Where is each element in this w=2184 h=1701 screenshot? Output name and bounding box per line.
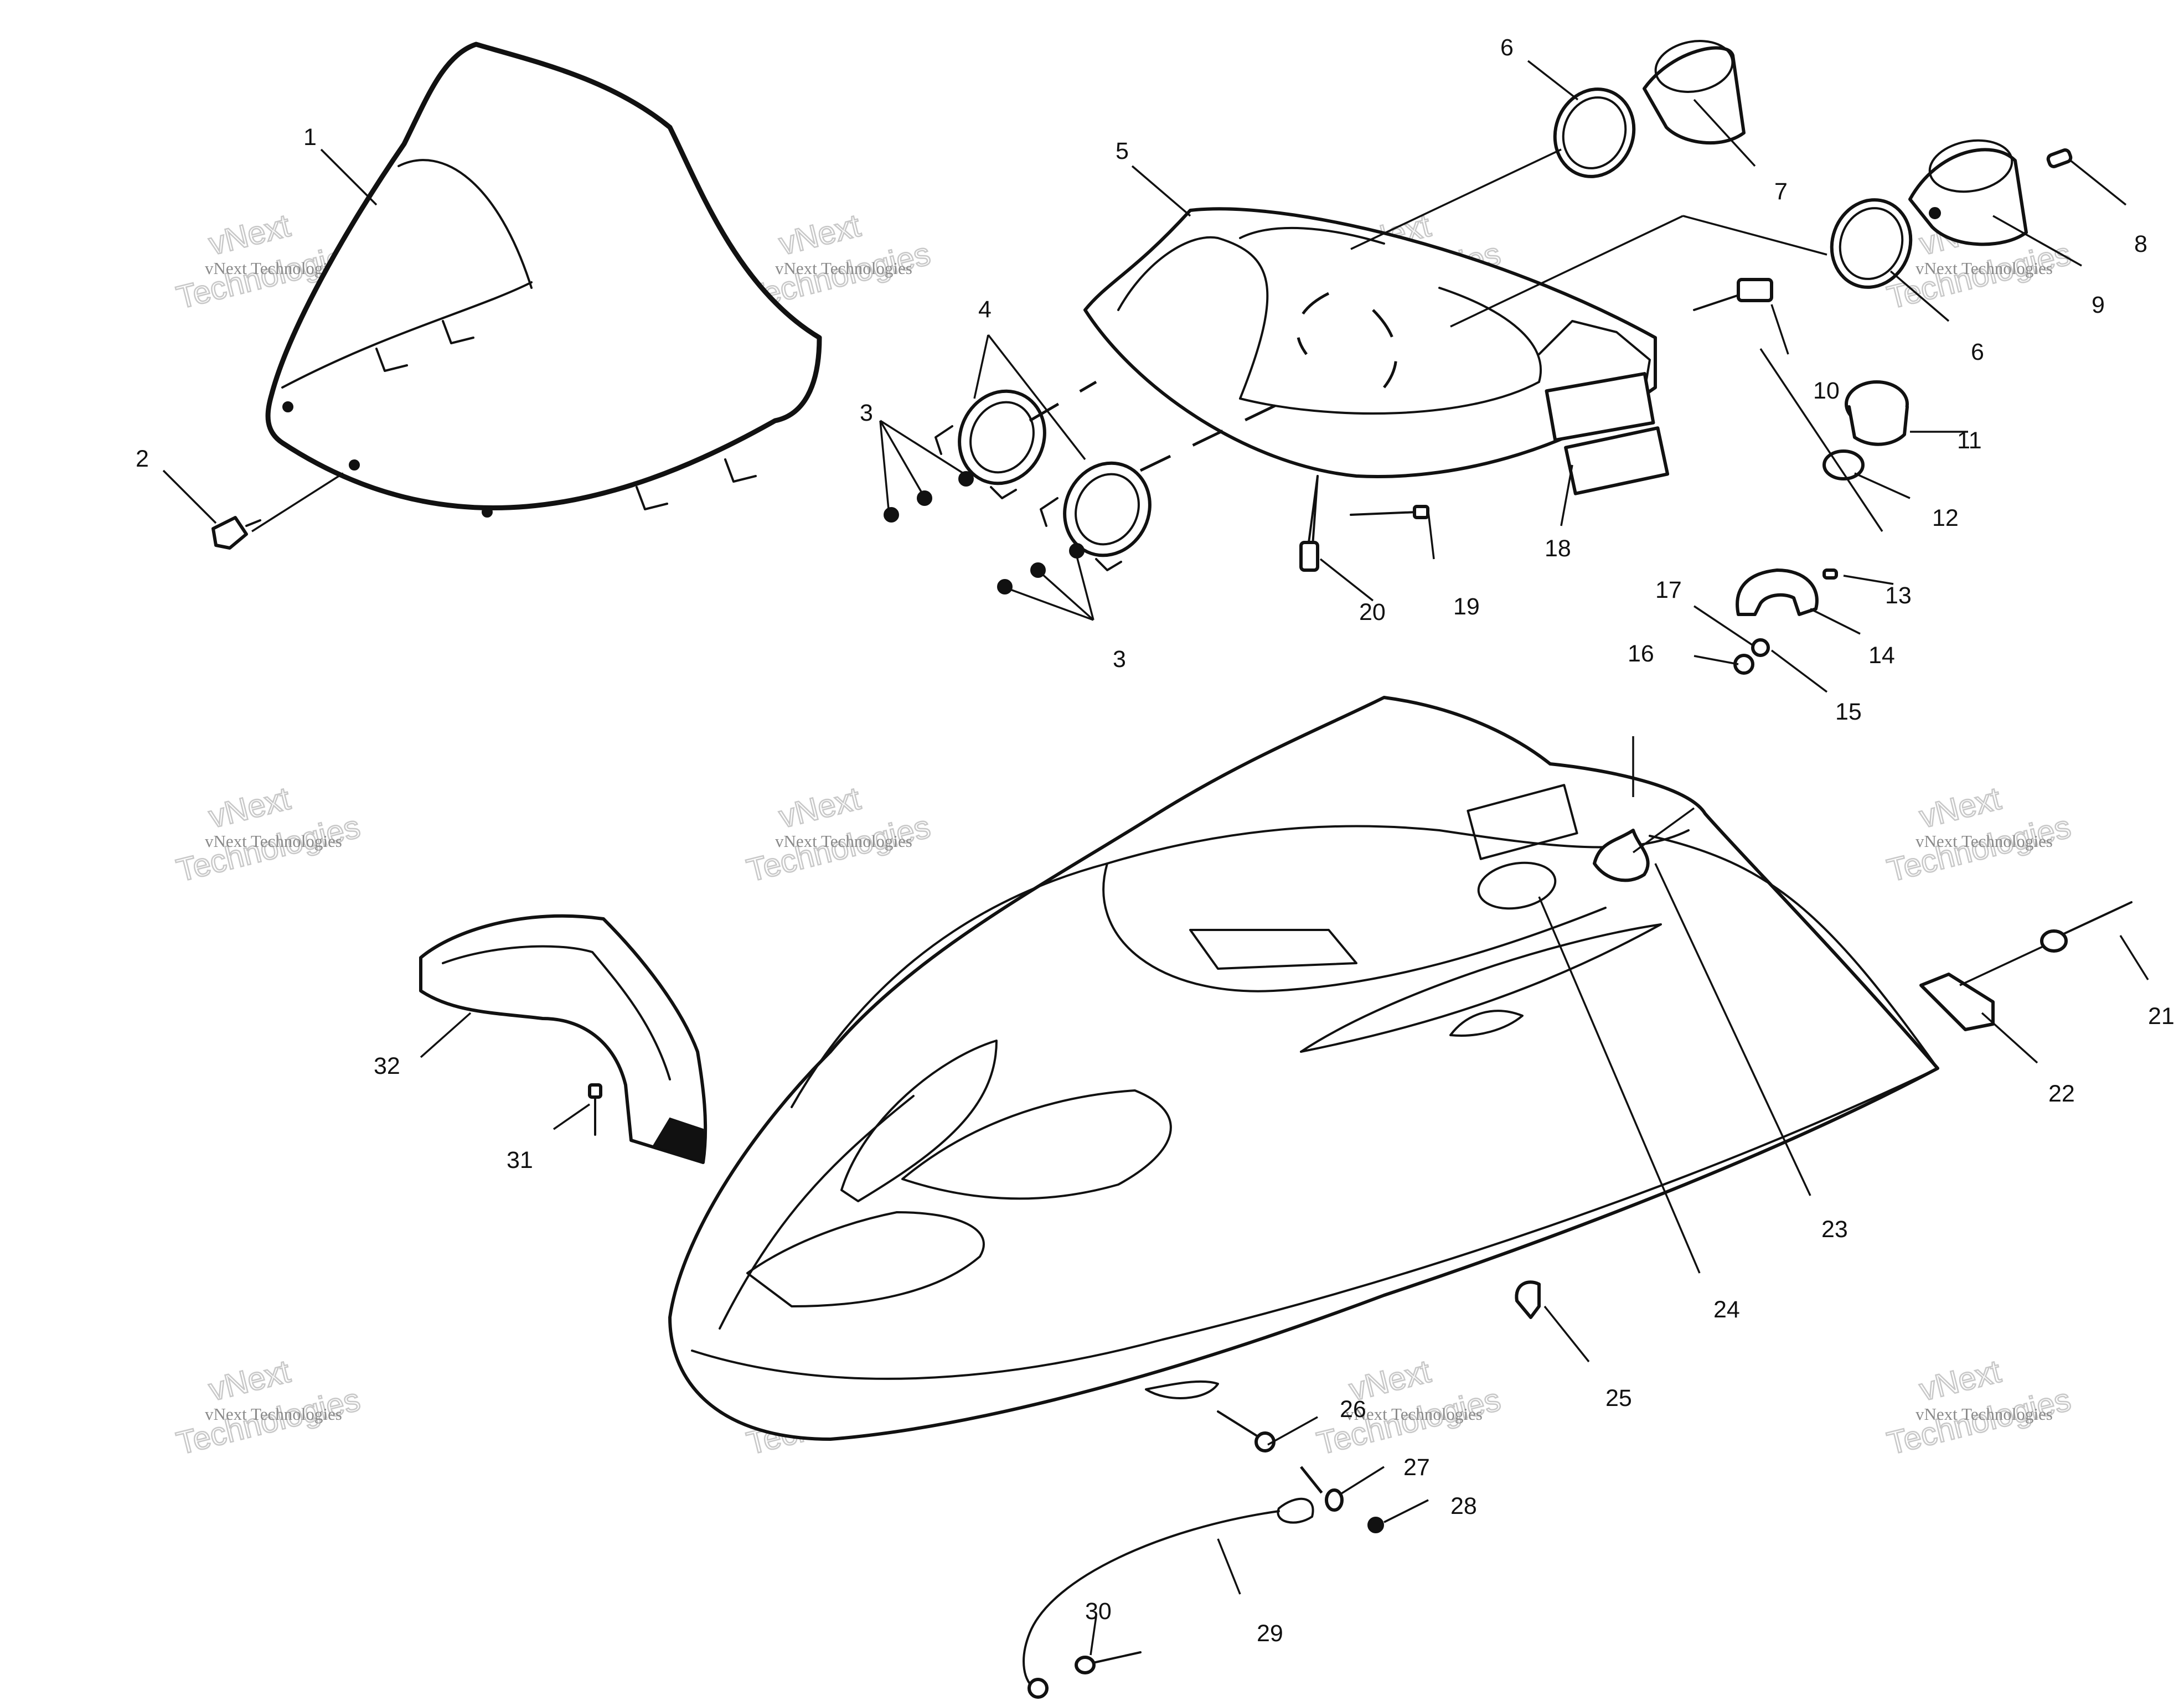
knob-10: [1845, 380, 1909, 446]
callout-32: 32: [374, 1053, 400, 1079]
callout-14: 14: [1868, 642, 1895, 669]
pin-31: [588, 1083, 602, 1136]
clip-25: [1515, 1280, 1541, 1319]
bulb-8: [2046, 148, 2073, 168]
nuts-3b: [997, 543, 1085, 594]
callout-8: 8: [2134, 231, 2147, 257]
callout-2: 2: [136, 446, 149, 472]
screw-2: [211, 516, 261, 550]
foam-18: [1564, 426, 1670, 495]
callout-18: 18: [1545, 535, 1571, 562]
svg-text:vNext Technologies: vNext Technologies: [205, 258, 342, 278]
callout-26: 26: [1340, 1396, 1366, 1423]
callout-7: 7: [1774, 178, 1788, 205]
gauge-9: [1908, 139, 2028, 246]
callout-6a: 6: [1500, 34, 1514, 61]
callout-5: 5: [1116, 138, 1129, 164]
watermark-12: vNext Technologies vNext Technologies: [1883, 1353, 2075, 1462]
callout-30: 30: [1085, 1598, 1112, 1625]
svg-text:vNext Technologies: vNext Technologies: [775, 258, 912, 278]
callout-3a: 3: [860, 400, 873, 426]
watermark-6: vNext Technologies vNext Technologies: [742, 780, 934, 890]
svg-text:vNext Technologies: vNext Technologies: [1915, 258, 2053, 278]
bolt-19: [1350, 505, 1429, 519]
callout-28: 28: [1450, 1493, 1477, 1519]
callout-17: 17: [1655, 577, 1682, 603]
callout-1: 1: [303, 124, 317, 151]
hood: [668, 696, 1939, 1441]
nut-26: [1217, 1410, 1276, 1452]
callout-9: 9: [2092, 292, 2105, 318]
callout-31: 31: [507, 1147, 533, 1173]
clip-14: [1736, 568, 1819, 616]
callout-3b: 3: [1113, 646, 1126, 673]
leader-lines: [162, 60, 2149, 1656]
callout-15: 15: [1835, 699, 1862, 725]
windshield: [265, 42, 822, 518]
console-5: [1083, 207, 1657, 560]
svg-text:vNext Technologies: vNext Technologies: [1915, 831, 2053, 851]
bezel-4b: [1040, 461, 1152, 571]
washer-15-16: [1733, 638, 1770, 675]
callout-20: 20: [1359, 599, 1386, 625]
callout-21: 21: [2148, 1003, 2175, 1030]
svg-text:vNext Technologies: vNext Technologies: [775, 831, 912, 851]
callout-22: 22: [2048, 1080, 2075, 1107]
callout-27: 27: [1403, 1454, 1430, 1481]
ring-6a: [1553, 87, 1636, 178]
callout-19: 19: [1453, 593, 1480, 620]
washer-27: [1325, 1488, 1344, 1512]
rivet-21: [2040, 901, 2133, 953]
watermark-9: vNext Technologies vNext Technologies: [172, 1353, 364, 1462]
gauge-7: [1643, 40, 1746, 145]
bezel-4a: [934, 389, 1046, 499]
fastener-30: [1075, 1651, 1142, 1674]
nut-28: [1367, 1517, 1384, 1533]
switch-harness: [1693, 278, 1773, 311]
ring-6b: [1830, 198, 1913, 289]
svg-text:vNext Technologies: vNext Technologies: [205, 1404, 342, 1424]
callout-labels: 1 2 3 3 4 5 6 6 7 8 9 10 11 12 13 14 15 …: [136, 34, 2175, 1647]
nuts-3a: [884, 471, 974, 523]
duct-32: [419, 914, 708, 1164]
callout-13: 13: [1885, 582, 1912, 609]
watermark-8: vNext Technologies vNext Technologies: [1883, 780, 2075, 890]
svg-text:vNext Technologies: vNext Technologies: [1345, 1404, 1483, 1424]
bracket-22: [1919, 973, 1995, 1031]
svg-text:vNext Technologies: vNext Technologies: [205, 831, 342, 851]
callout-12: 12: [1932, 505, 1959, 531]
callout-11: 11: [1957, 427, 1982, 454]
callout-6b: 6: [1971, 339, 1984, 365]
tether-29: [1023, 1497, 1314, 1699]
pin-13: [1822, 568, 1838, 580]
watermark-5: vNext Technologies vNext Technologies: [172, 780, 364, 890]
callout-16: 16: [1628, 640, 1654, 667]
callout-29: 29: [1257, 1620, 1283, 1647]
callout-25: 25: [1605, 1385, 1632, 1412]
callout-4: 4: [978, 296, 992, 323]
callout-24: 24: [1713, 1296, 1740, 1323]
clamp-20: [1299, 475, 1319, 572]
svg-text:vNext Technologies: vNext Technologies: [1915, 1404, 2053, 1424]
callout-10: 10: [1813, 378, 1840, 404]
callout-23: 23: [1821, 1216, 1848, 1243]
